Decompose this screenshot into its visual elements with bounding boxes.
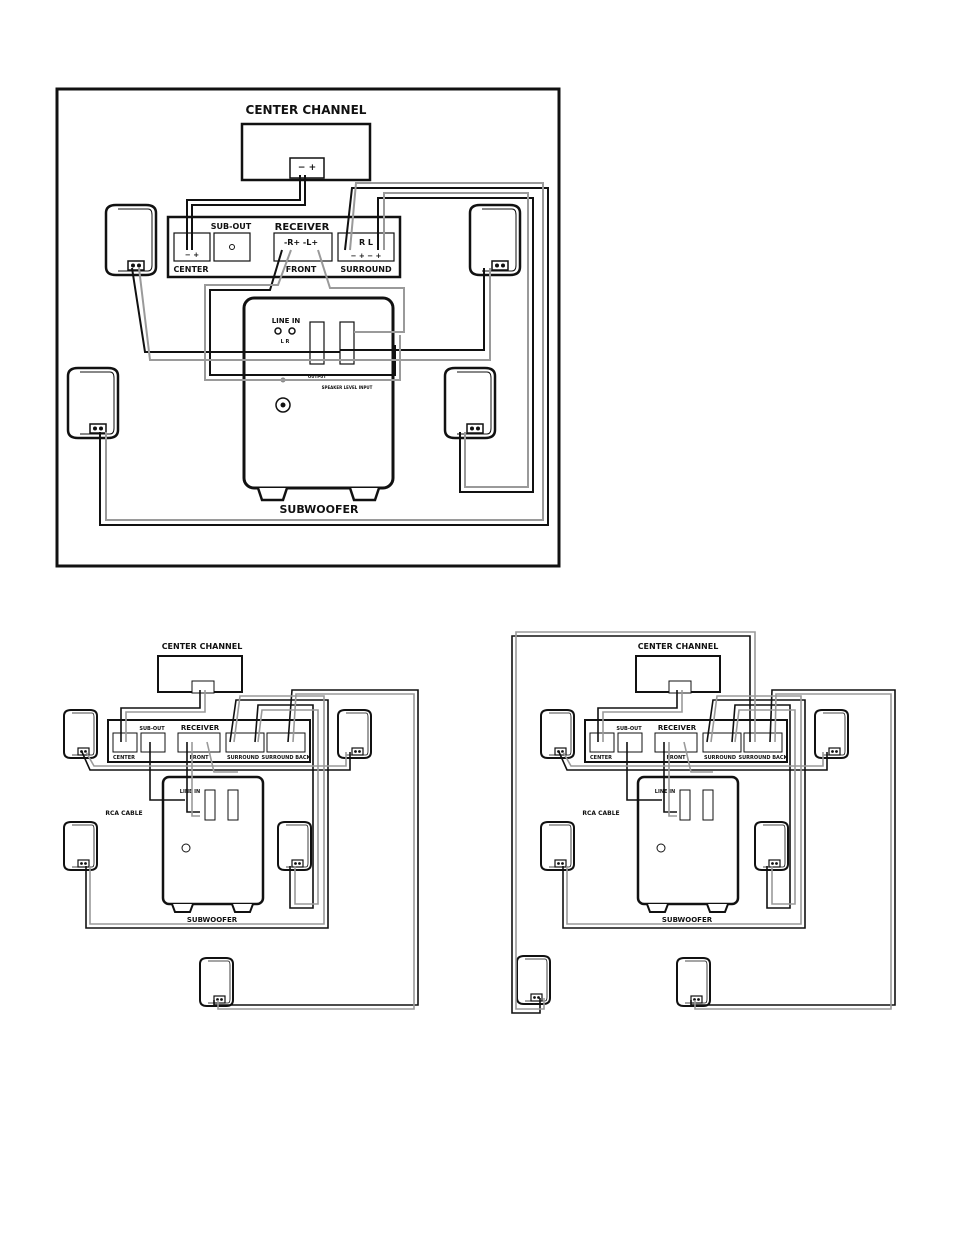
subwoofer-2: LINE IN SUBWOOFER <box>161 775 265 924</box>
rca-cable-label-3: RCA CABLE <box>582 810 619 817</box>
front-left-speaker-3 <box>540 709 575 759</box>
front-label-2: FRONT <box>189 755 209 761</box>
subwoofer-label-2: SUBWOOFER <box>187 916 238 924</box>
speaker-level-input: SPEAKER LEVEL INPUT <box>322 385 373 390</box>
speaker-level-output: OUTPUT <box>308 374 327 379</box>
center-channel-speaker: CENTER CHANNEL − + <box>240 103 372 182</box>
surround-top: R L <box>359 238 373 247</box>
surround-left-speaker <box>66 366 120 440</box>
line-in-lr: L R <box>281 339 290 345</box>
surround-label-3: SURROUND <box>704 755 736 761</box>
receiver-title-2: RECEIVER <box>181 724 220 732</box>
diagram-7-1-system: CENTER CHANNEL RECEIVER SUB-OUT CENTER F… <box>511 631 896 1014</box>
wires-light-3 <box>515 631 892 1010</box>
center-label: CENTER <box>173 265 208 274</box>
front-left-speaker-2 <box>63 709 98 759</box>
receiver-title-3: RECEIVER <box>658 724 697 732</box>
surround-label: SURROUND <box>340 265 392 274</box>
receiver-2: RECEIVER SUB-OUT CENTER FRONT SURROUND S… <box>107 719 312 763</box>
front-label: FRONT <box>286 265 317 274</box>
sub-out-label-3: SUB-OUT <box>616 726 642 732</box>
diagram-1-frame <box>55 87 561 568</box>
subwoofer-3: LINE IN SUBWOOFER <box>636 775 740 924</box>
subwoofer: LINE IN L R OUTPUT SPEAKER LEVEL INPUT S… <box>242 296 395 516</box>
surround-left-speaker-3 <box>540 821 575 871</box>
diagram-5-1-system: CENTER CHANNEL − + RECEIVER SUB-OUT -R+ … <box>55 87 561 568</box>
diagram-6-1-system: CENTER CHANNEL RECEIVER SUB-OUT CENTER F… <box>63 642 419 1010</box>
receiver-3: RECEIVER SUB-OUT CENTER FRONT SURROUND S… <box>584 719 789 763</box>
center-channel-label-3: CENTER CHANNEL <box>638 642 719 651</box>
wires-light <box>105 182 544 521</box>
front-terminals: -R+ -L+ <box>284 238 318 247</box>
surround-right-speaker <box>443 366 497 440</box>
surround-right-speaker-3 <box>754 821 789 871</box>
front-right-speaker-2 <box>337 709 372 759</box>
surround-back-left-speaker-3 <box>516 955 551 1005</box>
surround-label-2: SURROUND <box>227 755 259 761</box>
wires-light-2 <box>85 690 415 1010</box>
line-in-label: LINE IN <box>272 317 301 325</box>
center-terminals: − + <box>185 251 199 259</box>
rca-cable-label-2: RCA CABLE <box>105 810 142 817</box>
surround-back-label-3: SURROUND BACK <box>739 755 789 761</box>
front-right-speaker-3 <box>814 709 849 759</box>
sub-out-label: SUB-OUT <box>211 222 252 231</box>
surround-back-right-speaker-3 <box>676 957 711 1007</box>
center-label-2: CENTER <box>113 755 135 761</box>
subwoofer-label: SUBWOOFER <box>280 503 360 516</box>
sub-out-label-2: SUB-OUT <box>139 726 165 732</box>
front-left-speaker <box>104 203 158 277</box>
surround-back-label-2: SURROUND BACK <box>262 755 312 761</box>
center-channel-speaker-2: CENTER CHANNEL <box>157 642 243 694</box>
center-channel-label-2: CENTER CHANNEL <box>162 642 243 651</box>
center-label-3: CENTER <box>590 755 612 761</box>
wires-dark-2 <box>81 689 419 1006</box>
subwoofer-label-3: SUBWOOFER <box>662 916 713 924</box>
center-polarity: − + <box>298 163 316 173</box>
line-in-label-2: LINE IN <box>180 789 200 795</box>
surround-left-speaker-2 <box>63 821 98 871</box>
front-right-speaker <box>468 203 522 277</box>
center-channel-label: CENTER CHANNEL <box>246 103 367 117</box>
front-label-3: FRONT <box>666 755 686 761</box>
wires-dark <box>99 175 549 526</box>
center-channel-speaker-3: CENTER CHANNEL <box>635 642 721 694</box>
surround-back-speaker-2 <box>199 957 234 1007</box>
surround-right-speaker-2 <box>277 821 312 871</box>
receiver-title: RECEIVER <box>275 222 330 233</box>
surround-terminals: − + − + <box>351 252 382 260</box>
line-in-label-3: LINE IN <box>655 789 675 795</box>
